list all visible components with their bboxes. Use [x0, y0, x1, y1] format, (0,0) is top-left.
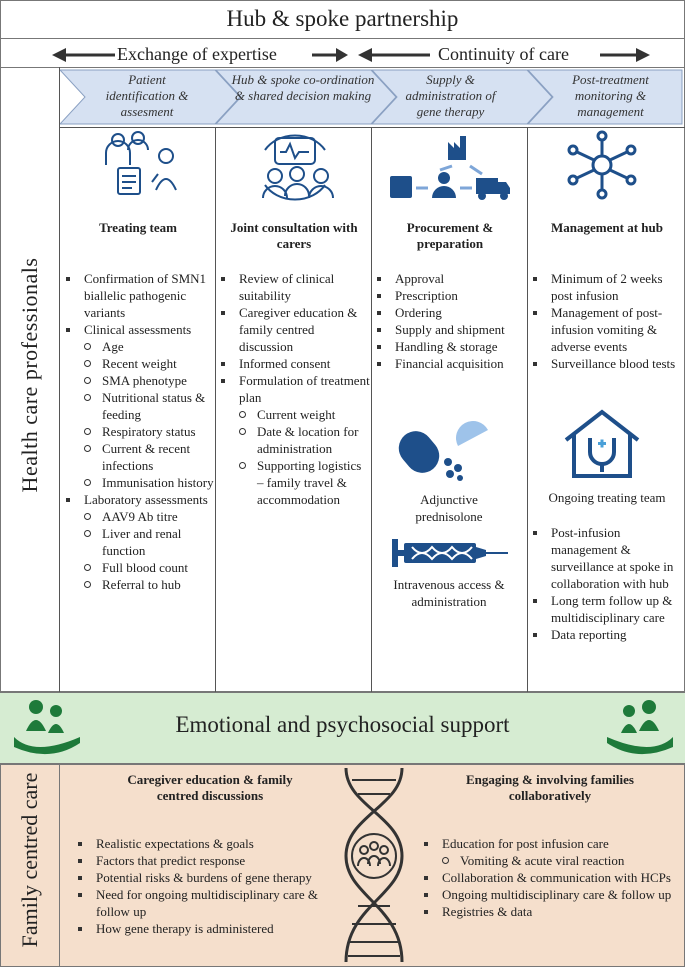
arrow-label-continuity: Continuity of care — [438, 44, 569, 64]
arrow-label-exchange: Exchange of expertise — [117, 44, 277, 64]
col4-subheading: Ongoing treating team — [548, 490, 666, 505]
list-item: Clinical assessments — [62, 321, 214, 338]
list-item: Surveillance blood tests — [529, 355, 683, 372]
arrows-graphic — [52, 48, 650, 62]
col-divider-1 — [215, 127, 216, 692]
list-item: Immunisation history — [62, 474, 214, 491]
support-banner — [0, 692, 685, 764]
medical-team-icon — [105, 131, 177, 195]
list-item: Supply and shipment — [373, 321, 526, 338]
list-item: Review of clinical suitability — [217, 270, 370, 304]
network-hub-icon — [567, 130, 637, 200]
col3-extra-1-text: Adjunctive prednisolone — [415, 492, 483, 524]
dna-helix-icon — [344, 767, 404, 963]
list-item: Vomiting & acute viral reaction — [420, 852, 682, 869]
list-item: Data reporting — [529, 626, 683, 643]
list-item: Approval — [373, 270, 526, 287]
list-item: Confirmation of SMN1 biallelic pathogeni… — [62, 270, 214, 321]
list-item: Need for ongoing multidisciplinary care … — [74, 886, 324, 920]
family-care-icon-left — [14, 700, 80, 755]
home-care-icon — [564, 409, 640, 478]
list-item: Potential risks & burdens of gene therap… — [74, 869, 324, 886]
title-divider — [0, 38, 685, 39]
list-item: Realistic expectations & goals — [74, 835, 324, 852]
list-item: Handling & storage — [373, 338, 526, 355]
col-divider-3 — [527, 127, 528, 692]
list-item: Collaboration & communication with HCPs — [420, 869, 682, 886]
col-top-line — [60, 127, 685, 128]
consultation-icon — [262, 134, 334, 201]
list-item: AAV9 Ab titre — [62, 508, 214, 525]
list-item: Prescription — [373, 287, 526, 304]
col2-heading: Joint consultation with carers — [230, 220, 358, 251]
list-item: Formulation of treatment plan — [217, 372, 370, 406]
list-item: Nutritional status & feeding — [62, 389, 214, 423]
support-banner-text: Emotional and psychosocial support — [175, 712, 510, 737]
list-item: Factors that predict response — [74, 852, 324, 869]
col3-heading: Procurement & preparation — [406, 220, 494, 251]
list-item: Long term follow up & multidisciplinary … — [529, 592, 683, 626]
family-side-label-text: Family centred care — [17, 772, 42, 948]
list-item: Liver and renal function — [62, 525, 214, 559]
list-item: Date & location for administration — [217, 423, 370, 457]
list-item: Education for post infusion care — [420, 835, 682, 852]
list-item: Post-infusion management & surveillance … — [529, 524, 683, 592]
list-item: Laboratory assessments — [62, 491, 214, 508]
list-item: Financial acquisition — [373, 355, 526, 372]
list-item: Ordering — [373, 304, 526, 321]
supply-chain-icon — [390, 136, 510, 200]
list-item: Referral to hub — [62, 576, 214, 593]
family-left-heading: Caregiver education & family centred dis… — [127, 772, 293, 803]
list-item: Respiratory status — [62, 423, 214, 440]
list-item: Minimum of 2 weeks post infusion — [529, 270, 683, 304]
stage-3: Supply & administration of gene therapy — [405, 72, 496, 119]
list-item: Full blood count — [62, 559, 214, 576]
stage-4: Post-treatment monitoring & management — [572, 72, 649, 119]
hcp-side-label: Health care professionals — [17, 257, 42, 493]
col4-heading: Management at hub — [551, 220, 663, 235]
list-item: Current & recent infections — [62, 440, 214, 474]
list-item: How gene therapy is administered — [74, 920, 324, 937]
family-section — [0, 764, 685, 967]
list-item: SMA phenotype — [62, 372, 214, 389]
stage-chevrons — [60, 69, 683, 125]
family-care-icon-right — [607, 700, 673, 755]
family-side-column — [0, 764, 60, 967]
list-item: Recent weight — [62, 355, 214, 372]
list-item: Supporting logistics – family travel & a… — [217, 457, 370, 508]
stage-1: Patient identification & assesment — [105, 72, 189, 119]
hcp-side-column — [0, 67, 60, 692]
list-item: Management of post-infusion vomiting & a… — [529, 304, 683, 355]
col-divider-2 — [371, 127, 372, 692]
col1-heading: Treating team — [99, 220, 177, 235]
pill-icon — [398, 421, 488, 481]
page-title: Hub & spoke partnership — [226, 6, 459, 31]
list-item: Registries & data — [420, 903, 682, 920]
col1-list: Confirmation of SMN1 biallelic pathogeni… — [62, 270, 214, 593]
col3-extra-2-text: Intravenous access & administration — [393, 577, 505, 609]
syringe-dna-icon — [392, 539, 508, 567]
family-right-heading: Engaging & involving families collaborat… — [466, 772, 634, 803]
list-item: Age — [62, 338, 214, 355]
stage-2: Hub & spoke co-ordination & shared decis… — [231, 72, 375, 103]
list-item: Caregiver education & family centred dis… — [217, 304, 370, 355]
list-item: Informed consent — [217, 355, 370, 372]
list-item: Current weight — [217, 406, 370, 423]
col4-list-2: Post-infusion management & surveillance … — [529, 524, 683, 643]
family-side-label: Family centred care — [17, 760, 42, 960]
list-item: Ongoing multidisciplinary care & follow … — [420, 886, 682, 903]
